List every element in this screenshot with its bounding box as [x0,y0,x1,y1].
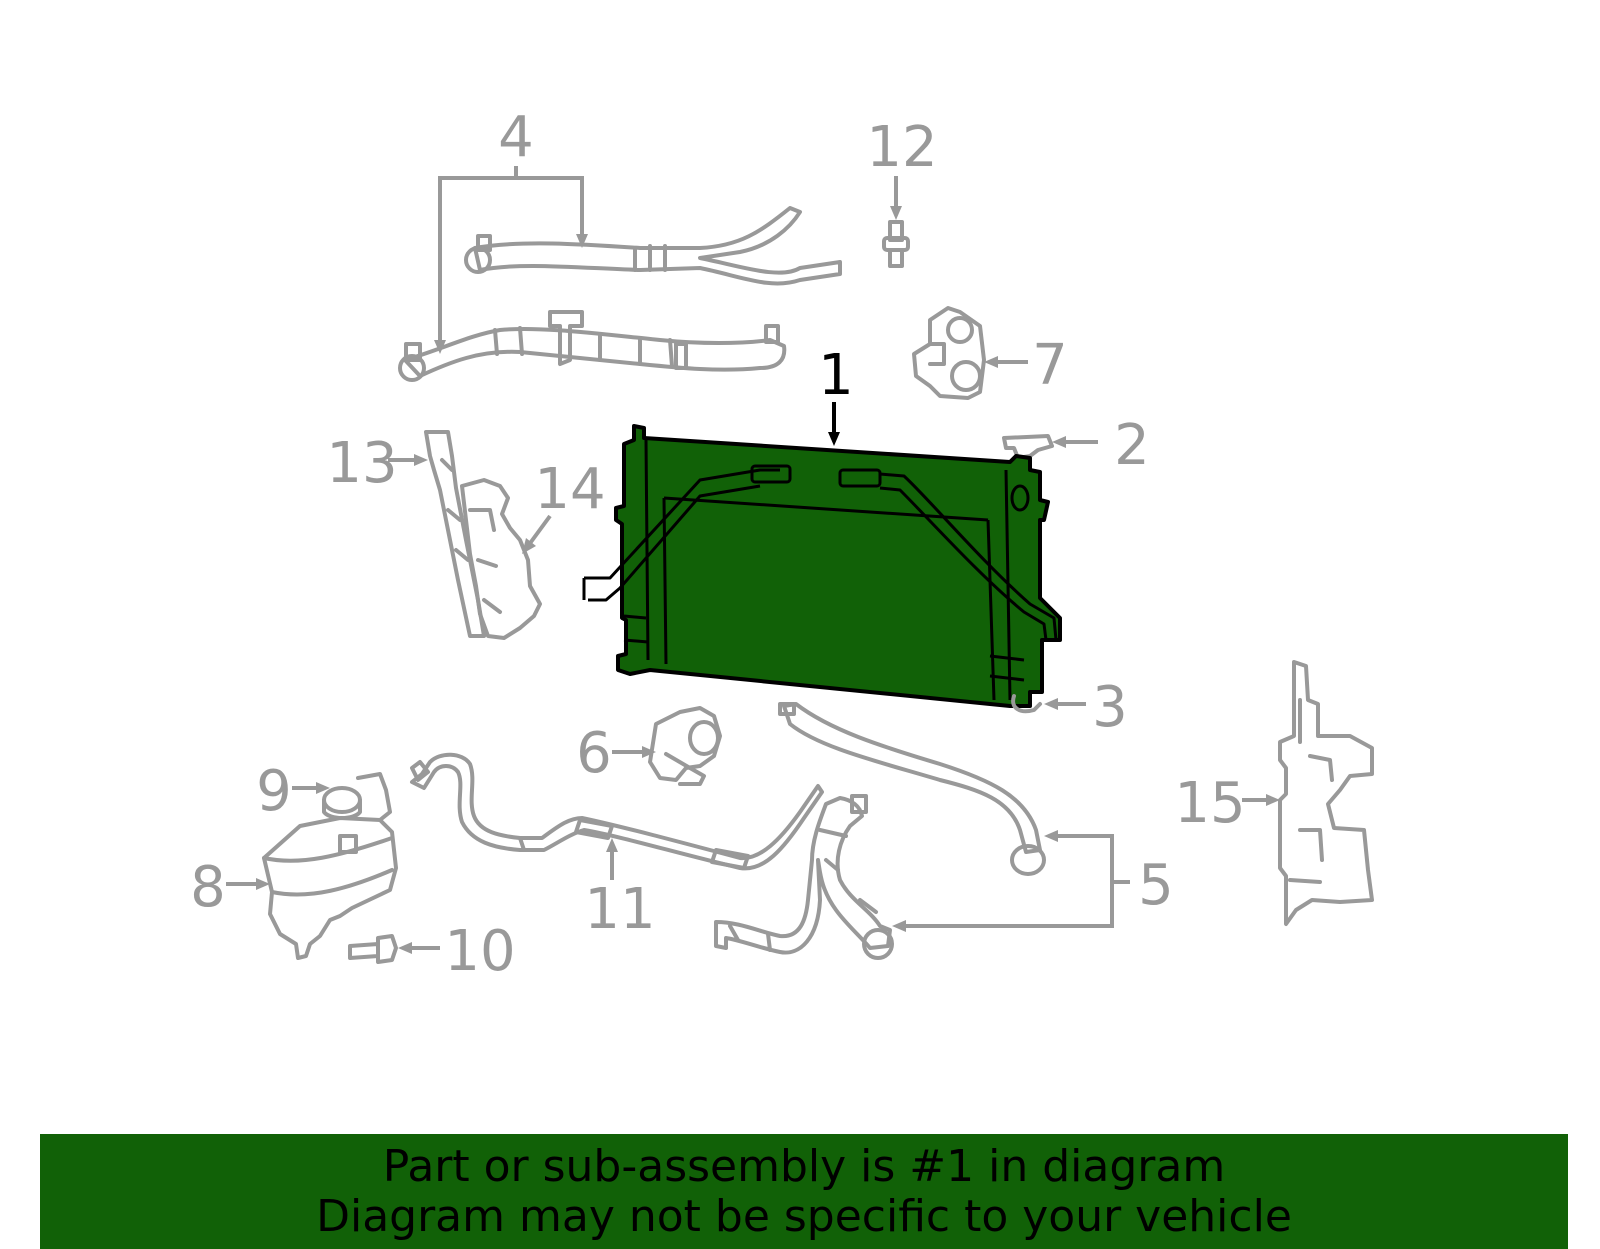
callout-15[interactable]: 15 [1174,771,1245,836]
callout-12-arrow [890,206,902,220]
part-5-lower-hoses[interactable] [714,702,1046,960]
part-6-outlet[interactable] [648,706,722,786]
part-3-clip[interactable] [1011,694,1042,714]
callout-3-arrow [1044,698,1058,710]
part-12-bleeder[interactable] [882,220,910,268]
callout-4-arrow-a [434,340,446,354]
banner-line-disclaimer: Diagram may not be specific to your vehi… [316,1190,1292,1242]
callout-12[interactable]: 12 [866,115,937,180]
callout-2[interactable]: 2 [1114,413,1150,478]
callout-4-arrow-b [576,234,588,248]
callout-7-arrow [984,356,998,368]
callout-5[interactable]: 5 [1138,853,1174,918]
callout-6[interactable]: 6 [576,721,612,786]
callout-5-leader [900,834,1130,928]
callout-9-arrow [316,782,330,794]
callout-10[interactable]: 10 [444,919,515,984]
callout-2-arrow [1052,436,1066,448]
callout-8[interactable]: 8 [190,855,226,920]
callout-5-arrow-a [1044,830,1058,842]
info-banner: Part or sub-assembly is #1 in diagram Di… [40,1134,1568,1249]
part-2-bracket[interactable] [1002,434,1054,460]
callout-11[interactable]: 11 [584,877,655,942]
callout-5-arrow-b [892,920,906,932]
callout-1[interactable]: 1 [818,343,854,408]
part-8-reservoir[interactable] [262,772,398,960]
part-1-radiator[interactable] [582,424,1062,708]
callout-13-arrow [414,454,428,466]
callout-7[interactable]: 7 [1032,333,1068,398]
part-11-hose[interactable] [410,752,824,871]
callout-9[interactable]: 9 [256,759,292,824]
part-13-bracket[interactable] [424,430,486,638]
part-4-upper-hoses[interactable] [398,206,842,382]
callout-3[interactable]: 3 [1092,675,1128,740]
callout-6-arrow [642,746,656,758]
callout-10-arrow [398,942,412,954]
callout-13[interactable]: 13 [326,431,397,496]
part-9-cap[interactable] [322,786,362,820]
callout-1-arrow [828,432,840,446]
banner-line-highlight: Part or sub-assembly is #1 in diagram [382,1140,1226,1192]
part-15-seal[interactable] [1278,660,1374,926]
callout-11-arrow [606,838,618,852]
part-7-housing[interactable] [912,306,986,400]
callout-4-leader [438,166,584,345]
callout-8-arrow [256,878,270,890]
callout-14[interactable]: 14 [534,457,605,522]
part-14-seal[interactable] [460,478,542,640]
callout-15-arrow [1266,794,1280,806]
part-10-bolt[interactable] [348,934,398,964]
callout-14-leader [526,514,552,548]
callout-4[interactable]: 4 [498,105,534,170]
callout-14-arrow [522,538,536,554]
